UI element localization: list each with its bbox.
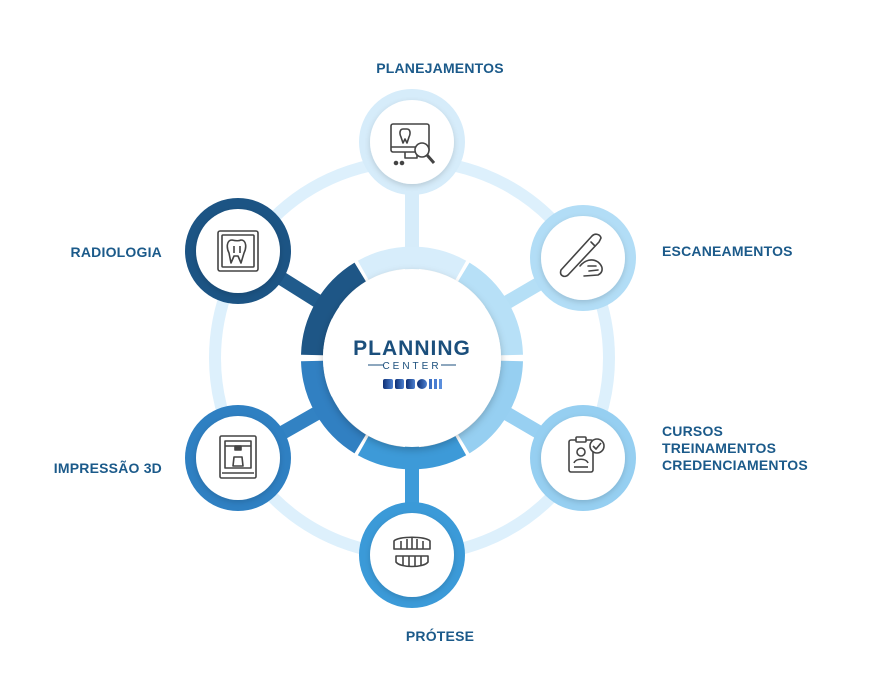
center-segment-lower-left xyxy=(301,360,367,454)
center-disc xyxy=(323,269,501,447)
center-ring xyxy=(301,246,523,470)
label-radiologia: RADIOLOGIA xyxy=(70,244,162,260)
node-radiologia[interactable] xyxy=(185,198,291,304)
node-impressao[interactable] xyxy=(185,405,291,511)
node-protese[interactable] xyxy=(359,502,465,608)
brand-logo xyxy=(383,379,442,389)
center-segment-upper-left xyxy=(301,262,367,356)
label-escaneamentos: ESCANEAMENTOS xyxy=(662,243,793,259)
denture-icon xyxy=(393,536,431,568)
intraoral-scanner-icon xyxy=(559,233,603,278)
center-segment-top xyxy=(357,246,467,281)
label-planejamentos: PLANEJAMENTOS xyxy=(376,60,504,76)
label-cursos-line-2: TREINAMENTOS xyxy=(662,440,777,456)
tooth-xray-icon xyxy=(217,230,259,272)
certificate-check-icon xyxy=(568,436,605,473)
node-cursos[interactable] xyxy=(530,405,636,511)
node-escaneamentos[interactable] xyxy=(530,205,636,311)
label-protese: PRÓTESE xyxy=(405,628,475,644)
center-subtitle: CENTER xyxy=(382,361,441,372)
center-segment-upper-right xyxy=(457,262,523,356)
center-segment-bottom xyxy=(357,435,467,470)
node-planejamentos[interactable] xyxy=(359,89,465,195)
label-cursos: CURSOS TREINAMENTOS CREDENCIAMENTOS xyxy=(662,423,808,474)
label-cursos-line-1: CURSOS xyxy=(662,423,724,439)
center-segment-lower-right xyxy=(457,360,523,454)
3d-printer-icon xyxy=(219,435,257,479)
monitor-tooth-magnifier-icon xyxy=(390,123,436,166)
label-cursos-line-3: CREDENCIAMENTOS xyxy=(662,457,808,473)
center-title: PLANNING xyxy=(353,337,471,360)
label-impressao: IMPRESSÃO 3D xyxy=(53,460,162,476)
